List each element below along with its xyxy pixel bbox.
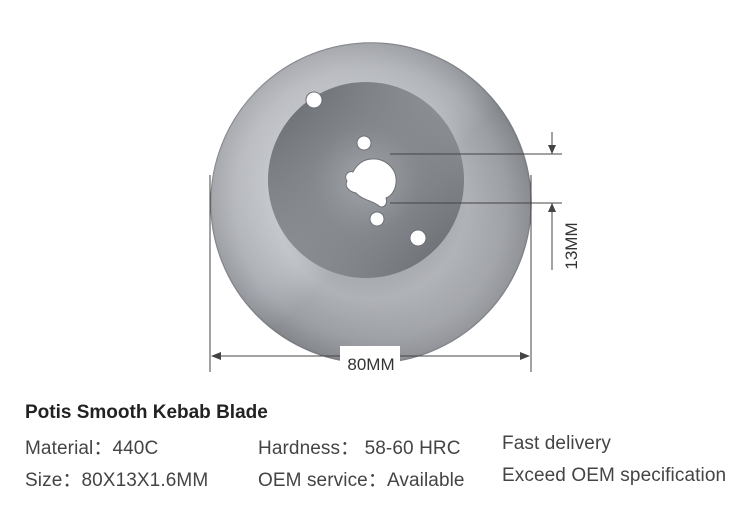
spec-size: Size：80X13X1.6MM (25, 470, 209, 491)
center-bore (345, 158, 397, 208)
spec-exceed: Exceed OEM specification (502, 465, 727, 486)
mounting-hole (356, 135, 372, 151)
spec-delivery: Fast delivery (502, 433, 612, 454)
diameter-dimension (209, 175, 532, 372)
spec-material: Material：440C (25, 438, 159, 459)
bore-dimension (390, 132, 562, 270)
mounting-hole (409, 229, 427, 247)
spec-oem-service: OEM service：Available (258, 470, 465, 491)
bore-label: 13MM (562, 222, 581, 269)
product-title: Potis Smooth Kebab Blade (25, 402, 268, 423)
product-figure: 80MM 13MM (209, 42, 581, 374)
spec-hardness: Hardness： 58-60 HRC (258, 438, 461, 459)
diameter-label: 80MM (347, 355, 394, 374)
blade-disc (210, 42, 532, 364)
mounting-hole (369, 211, 385, 227)
mounting-hole (305, 91, 323, 109)
